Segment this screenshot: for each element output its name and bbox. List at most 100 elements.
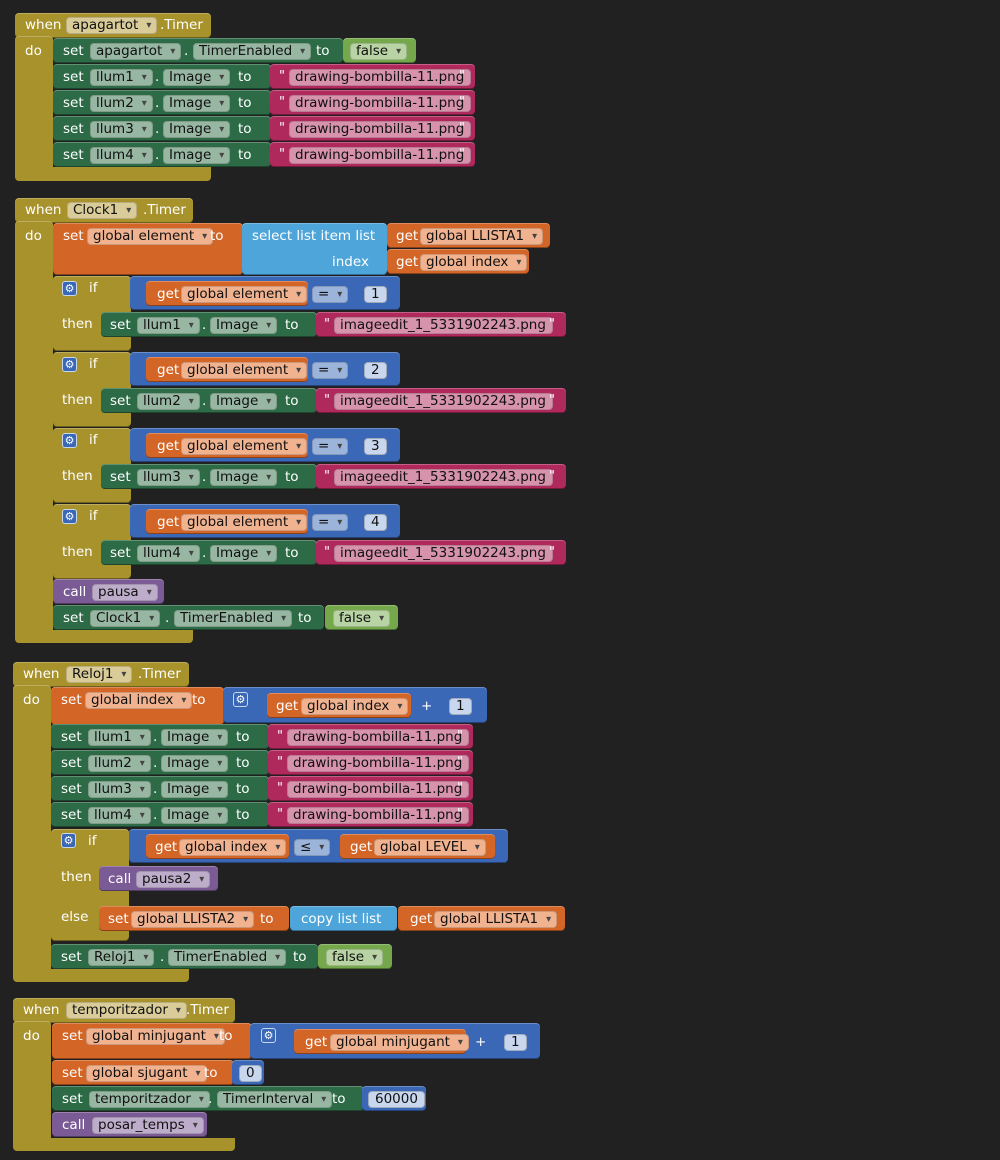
property-dropdown[interactable]: Image — [161, 729, 229, 746]
property-dropdown[interactable]: TimerEnabled — [174, 610, 293, 627]
gear-icon[interactable]: ⚙ — [261, 1028, 276, 1043]
component-dropdown[interactable]: Clock1 — [90, 610, 161, 627]
variable-dropdown[interactable]: global index — [85, 692, 193, 709]
number-field[interactable]: 60000 — [368, 1091, 425, 1108]
select-list-item-block[interactable] — [242, 223, 387, 275]
component-dropdown[interactable]: llum2 — [137, 393, 200, 410]
text-field[interactable]: drawing-bombilla-11.png — [289, 69, 472, 86]
gear-icon[interactable]: ⚙ — [233, 692, 248, 707]
close-quote: " — [549, 469, 555, 484]
property-dropdown[interactable]: Image — [161, 807, 229, 824]
component-dropdown[interactable]: llum4 — [137, 545, 200, 562]
number-field[interactable]: 2 — [364, 362, 387, 379]
component-dropdown[interactable]: llum4 — [88, 807, 151, 824]
text-field[interactable]: drawing-bombilla-11.png — [289, 95, 472, 112]
procedure-dropdown[interactable]: pausa — [92, 584, 158, 601]
text-field[interactable]: imageedit_1_5331902243.png — [334, 317, 553, 334]
gear-icon[interactable]: ⚙ — [62, 281, 77, 296]
component-dropdown[interactable]: apagartot — [90, 43, 182, 60]
variable-dropdown[interactable]: global LEVEL — [374, 839, 486, 856]
procedure-dropdown[interactable]: pausa2 — [136, 871, 211, 888]
variable-dropdown[interactable]: global element — [181, 286, 308, 303]
variable-dropdown[interactable]: global minjugant — [330, 1034, 469, 1051]
operator-dropdown[interactable]: = — [312, 286, 349, 303]
operator-dropdown[interactable]: = — [312, 362, 349, 379]
number-field[interactable]: 1 — [504, 1034, 527, 1051]
open-quote: " — [324, 469, 330, 484]
component-dropdown[interactable]: llum2 — [88, 755, 151, 772]
component-dropdown[interactable]: llum3 — [88, 781, 151, 798]
text-field[interactable]: imageedit_1_5331902243.png — [334, 393, 553, 410]
component-dropdown[interactable]: temporitzador — [89, 1091, 210, 1108]
number-field[interactable]: 1 — [449, 698, 472, 715]
property-dropdown[interactable]: Image — [210, 393, 278, 410]
procedure-dropdown[interactable]: posar_temps — [92, 1117, 204, 1134]
number-field[interactable]: 3 — [364, 438, 387, 455]
component-dropdown[interactable]: Clock1 — [67, 202, 138, 219]
variable-dropdown[interactable]: global element — [181, 362, 308, 379]
component-dropdown[interactable]: Reloj1 — [88, 949, 155, 966]
component-dropdown[interactable]: llum3 — [137, 469, 200, 486]
text-field[interactable]: drawing-bombilla-11.png — [287, 807, 470, 824]
property-dropdown[interactable]: Image — [210, 545, 278, 562]
property-dropdown[interactable]: TimerEnabled — [168, 949, 287, 966]
gear-icon[interactable]: ⚙ — [61, 833, 76, 848]
variable-dropdown[interactable]: global LLISTA2 — [131, 911, 255, 928]
property-dropdown[interactable]: Image — [163, 147, 231, 164]
open-quote: " — [277, 781, 283, 796]
variable-dropdown[interactable]: global LLISTA1 — [434, 911, 558, 928]
property-dropdown[interactable]: Image — [163, 95, 231, 112]
get-label: get — [157, 362, 180, 378]
component-dropdown[interactable]: apagartot — [66, 17, 158, 34]
property-dropdown[interactable]: TimerEnabled — [193, 43, 312, 60]
variable-dropdown[interactable]: global index — [301, 698, 409, 715]
variable-dropdown[interactable]: global element — [181, 438, 308, 455]
component-dropdown[interactable]: temporitzador — [66, 1002, 187, 1019]
property-dropdown[interactable]: Image — [161, 781, 229, 798]
set-label: set — [61, 692, 82, 708]
get-label: get — [157, 438, 180, 454]
component-dropdown[interactable]: llum1 — [90, 69, 153, 86]
text-field[interactable]: drawing-bombilla-11.png — [289, 147, 472, 164]
operator-dropdown[interactable]: = — [312, 514, 349, 531]
property-dropdown[interactable]: Image — [163, 121, 231, 138]
text-field[interactable]: imageedit_1_5331902243.png — [334, 469, 553, 486]
variable-dropdown[interactable]: global sjugant — [86, 1065, 207, 1082]
property-dropdown[interactable]: TimerInterval — [217, 1091, 333, 1108]
boolean-dropdown[interactable]: false — [350, 43, 408, 60]
operator-dropdown[interactable]: = — [312, 438, 349, 455]
number-field[interactable]: 1 — [364, 286, 387, 303]
component-dropdown[interactable]: Reloj1 — [66, 666, 133, 683]
number-field[interactable]: 0 — [239, 1065, 262, 1082]
boolean-dropdown[interactable]: false — [333, 610, 391, 627]
component-dropdown[interactable]: llum1 — [88, 729, 151, 746]
to-label: to — [260, 911, 274, 927]
text-field[interactable]: drawing-bombilla-11.png — [287, 755, 470, 772]
component-dropdown[interactable]: llum3 — [90, 121, 153, 138]
boolean-dropdown[interactable]: false — [326, 949, 384, 966]
text-field[interactable]: drawing-bombilla-11.png — [287, 729, 470, 746]
variable-dropdown[interactable]: global element — [181, 514, 308, 531]
component-dropdown[interactable]: llum2 — [90, 95, 153, 112]
text-field[interactable]: imageedit_1_5331902243.png — [334, 545, 553, 562]
gear-icon[interactable]: ⚙ — [62, 509, 77, 524]
component-dropdown[interactable]: llum1 — [137, 317, 200, 334]
variable-dropdown[interactable]: global index — [420, 254, 528, 271]
property-dropdown[interactable]: Image — [163, 69, 231, 86]
number-field[interactable]: 4 — [364, 514, 387, 531]
gear-icon[interactable]: ⚙ — [62, 357, 77, 372]
property-dropdown[interactable]: Image — [210, 317, 278, 334]
variable-dropdown[interactable]: global index — [179, 839, 287, 856]
close-quote: " — [459, 95, 465, 110]
property-dropdown[interactable]: Image — [210, 469, 278, 486]
text-field[interactable]: drawing-bombilla-11.png — [289, 121, 472, 138]
property-dropdown[interactable]: Image — [161, 755, 229, 772]
gear-icon[interactable]: ⚙ — [62, 433, 77, 448]
operator-dropdown[interactable]: ≤ — [294, 839, 331, 856]
variable-dropdown[interactable]: global LLISTA1 — [420, 228, 544, 245]
text-field[interactable]: drawing-bombilla-11.png — [287, 781, 470, 798]
variable-dropdown[interactable]: global minjugant — [86, 1028, 225, 1045]
copy-list-block[interactable] — [290, 906, 397, 931]
component-dropdown[interactable]: llum4 — [90, 147, 153, 164]
variable-dropdown[interactable]: global element — [87, 228, 214, 245]
